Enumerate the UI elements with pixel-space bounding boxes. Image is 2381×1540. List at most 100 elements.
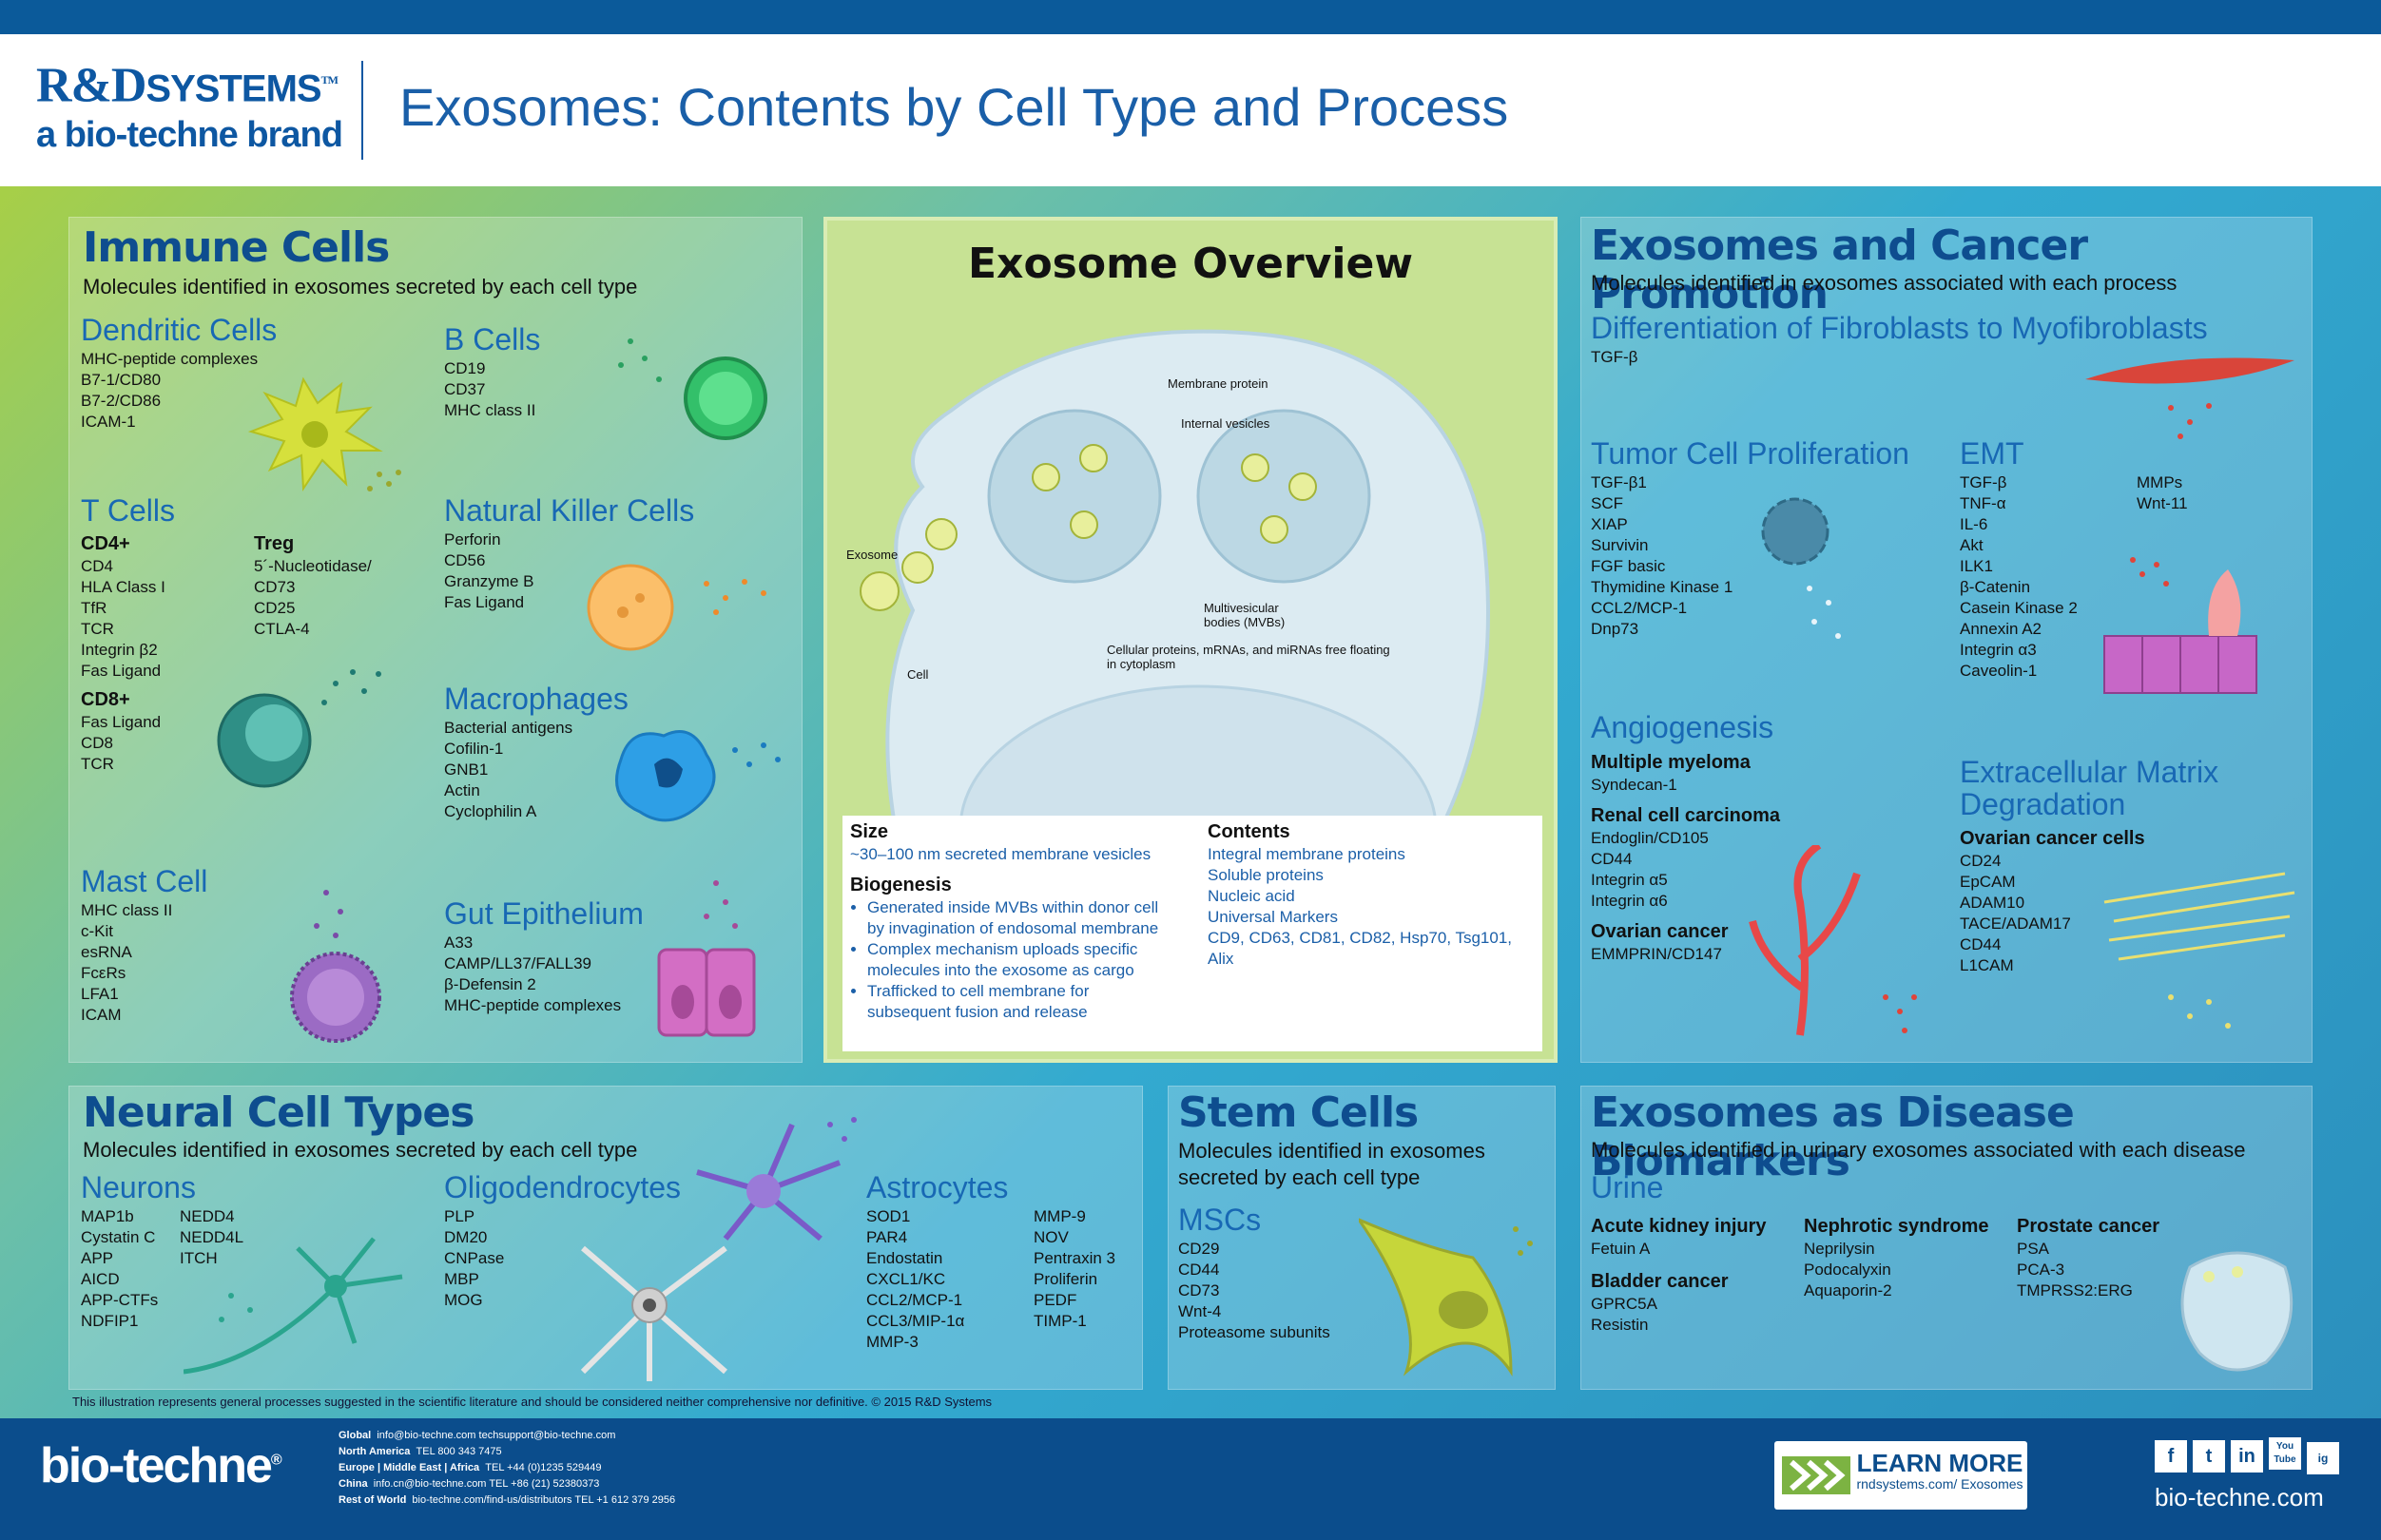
immune-cells-panel: Immune Cells Molecules identified in exo… [68,217,803,1063]
list-item: FGF basic [1591,557,1666,575]
macrophages-title: Macrophages [444,682,629,716]
exosome-overview-panel: Exosome Overview Membrane protein Intern… [823,217,1558,1063]
list-item: Neprilysin [1804,1240,1875,1258]
contact-detail[interactable]: TEL 800 343 7475 [416,1446,502,1457]
contact-detail[interactable]: info@bio-techne.com techsupport@bio-tech… [377,1430,616,1441]
learn-more-url: rndsystems.com/ Exosomes [1856,1476,2023,1492]
ns-list: Nephrotic syndrome Neprilysin Podocalyxi… [1804,1214,1988,1301]
header: R&DSYSTEMSTM a bio-techne brand Exosomes… [0,34,2381,186]
list-item: MMP-3 [866,1333,919,1351]
list-item: Thymidine Kinase 1 [1591,578,1733,596]
list-item: MHC-peptide complexes [81,350,259,368]
cd8-heading: CD8+ [81,689,130,710]
rd-systems-logo[interactable]: R&DSYSTEMSTM a bio-techne brand [36,53,350,156]
list-item: Integrin β2 [81,641,158,659]
list-item: NEDD4 [180,1207,235,1225]
list-item: 5´-Nucleotidase/ [254,557,372,575]
list-item: Proteasome subunits [1178,1323,1330,1341]
list-item: Perforin [444,530,501,549]
list-item: MHC-peptide complexes [444,996,622,1014]
oligo-list: PLP DM20 CNPase MBP MOG [444,1206,504,1311]
fibro-list: TGF-β [1591,347,1637,368]
list-item: MHC class II [444,401,536,419]
list-item: CD44 [1178,1261,1220,1279]
dendritic-list: MHC-peptide complexes B7-1/CD80 B7-2/CD8… [81,349,258,433]
list-item: Cyclophilin A [444,802,537,820]
list-item: ADAM10 [1960,894,2025,912]
list-item: Wnt-4 [1178,1302,1222,1320]
bio-techne-logo[interactable]: bio-techne® [40,1437,282,1494]
list-item: CD73 [254,578,296,596]
list-item: CD44 [1960,935,2002,953]
linkedin-icon[interactable]: in [2231,1440,2263,1473]
gut-list: A33 CAMP/LL37/FALL39 β-Defensin 2 MHC-pe… [444,933,621,1016]
contact-detail[interactable]: TEL +44 (0)1235 529449 [485,1462,602,1473]
bc-heading: Bladder cancer [1591,1271,1729,1292]
disclaimer: This illustration represents general pro… [72,1395,993,1409]
list-item: Proliferin [1034,1270,1098,1288]
list-item: ICAM [81,1006,122,1024]
urine-title: Urine [1591,1170,1664,1204]
astro-list-1: SOD1 PAR4 Endostatin CXCL1/KC CCL2/MCP-1… [866,1206,964,1353]
list-item: Aquaporin-2 [1804,1281,1892,1299]
contact-region: North America [339,1446,411,1457]
tcells-treg-list: Treg 5´-Nucleotidase/ CD73 CD25 CTLA-4 [254,531,372,640]
extracellular-matrix-icon [2103,872,2295,1029]
list-item: Fetuin A [1591,1240,1651,1258]
list-item: FcεRs [81,964,126,982]
contact-detail[interactable]: info.cn@bio-techne.com TEL +86 (21) 5238… [373,1478,600,1490]
list-item: Universal Markers [1208,908,1338,926]
neural-subtitle: Molecules identified in exosomes secrete… [83,1138,638,1162]
logo-rd: R&D [36,58,146,113]
label-internal-vesicles: Internal vesicles [1181,416,1270,431]
blood-vessel-icon [1749,845,1917,1036]
list-item: MMP-9 [1034,1207,1086,1225]
list-item: SCF [1591,494,1623,512]
list-item: GPRC5A [1591,1295,1657,1313]
cd4-heading: CD4+ [81,533,130,554]
contact-region: Rest of World [339,1494,407,1506]
footer-registered: ® [270,1452,282,1469]
biogenesis-list: Generated inside MVBs within donor cell … [850,897,1173,1023]
instagram-icon[interactable]: ig [2307,1442,2339,1474]
list-item: IL-6 [1960,515,1988,533]
logo-tm: TM [320,73,339,87]
list-item: TGF-β [1960,473,2007,491]
msc-icon [1359,1218,1533,1376]
list-item: DM20 [444,1228,488,1246]
emt-list-2: MMPs Wnt-11 [2137,472,2188,514]
rcc-heading: Renal cell carcinoma [1591,805,1780,826]
tcells-title: T Cells [81,493,175,528]
contact-row: Global info@bio-techne.com techsupport@b… [339,1428,675,1444]
fibroblast-icon [2085,357,2294,439]
list-item: Survivin [1591,536,1649,554]
list-item: CCL2/MCP-1 [866,1291,963,1309]
contact-detail[interactable]: bio-techne.com/find-us/distributors TEL … [412,1494,676,1506]
list-item: CCL2/MCP-1 [1591,599,1688,617]
footer-url[interactable]: bio-techne.com [2155,1483,2324,1511]
list-item: CD24 [1960,852,2002,870]
list-item: AICD [81,1270,120,1288]
facebook-icon[interactable]: f [2155,1440,2187,1473]
list-item: TIMP-1 [1034,1312,1087,1330]
list-item: A33 [444,934,474,952]
list-item: Granzyme B [444,572,534,590]
list-item: Trafficked to cell membrane for subseque… [867,981,1173,1023]
youtube-icon[interactable]: You Tube [2269,1437,2301,1470]
oc-heading: Ovarian cancer [1591,921,1729,942]
list-item: Fas Ligand [81,713,162,731]
list-item: MMPs [2137,473,2183,491]
learn-more-button[interactable]: LEARN MORE rndsystems.com/ Exosomes [1774,1441,2027,1510]
list-item: Pentraxin 3 [1034,1249,1115,1267]
list-item: ILK1 [1960,557,1993,575]
contact-region: Europe | Middle East | Africa [339,1462,480,1473]
list-item: Integral membrane proteins [1208,845,1405,863]
list-item: PAR4 [866,1228,908,1246]
twitter-icon[interactable]: t [2193,1440,2225,1473]
msc-title: MSCs [1178,1203,1262,1237]
stem-subtitle: Molecules identified in exosomes secrete… [1178,1139,1485,1189]
overview-title: Exosome Overview [968,240,1413,288]
list-item: CD9, CD63, CD81, CD82, Hsp70, Tsg101, Al… [1208,929,1513,968]
list-item: CD8 [81,734,114,752]
list-item: Actin [444,781,480,799]
